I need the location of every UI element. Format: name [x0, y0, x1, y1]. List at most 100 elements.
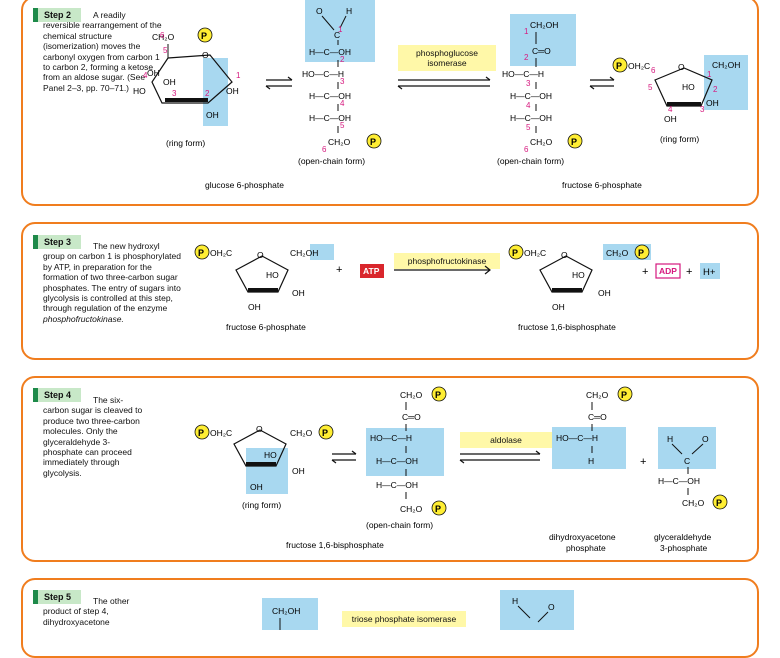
c1-row: CH₂OH — [530, 20, 558, 30]
ch2o-row: CH₂O — [682, 498, 705, 508]
phosphate-p: P — [435, 504, 441, 514]
ring-oxygen: O — [202, 50, 209, 60]
step-3-lead: The new hydroxyl — [93, 241, 160, 251]
adp-badge — [655, 263, 681, 279]
ho-label: HO — [572, 270, 585, 280]
open-chain-label-right: (open-chain form) — [497, 156, 564, 166]
ring-oxygen: O — [561, 250, 568, 260]
ring-oxygen: O — [256, 424, 263, 434]
ch2o-row: CH₂O — [530, 137, 553, 147]
step-3-enzyme-italic: phosphofructokinase. — [43, 313, 124, 324]
h-c-oh-row: H—C—OH — [658, 476, 700, 486]
step-3-tab: Step 3 — [33, 235, 82, 249]
phosphate-p: P — [201, 31, 207, 41]
svg-text:H: H — [346, 6, 352, 16]
phosphate-p: P — [512, 248, 518, 258]
step-3-description: The new hydroxyl group on carbon 1 is ph… — [43, 241, 185, 324]
step-2-panel — [21, 0, 759, 206]
plus-sign-2: + — [642, 266, 648, 278]
ch2oh-label: CH₂OH — [272, 606, 300, 616]
fructose-1-6-bisphosphate-step3: P OH₂C O CH₂O P HO OH OH fructose 1,6-bi… — [508, 244, 651, 332]
svg-text:5: 5 — [648, 83, 653, 92]
phosphate-p: P — [616, 61, 622, 71]
c4-row: H—C—OH — [510, 91, 552, 101]
glycolysis-diagram: O CH₂O OH HO OH OH OH 65 43 21 (ring for… — [133, 0, 748, 630]
ho-c-h-row: HO—C—H — [556, 433, 598, 443]
phosphoglucose-isomerase-label: phosphoglucose isomerase — [398, 45, 496, 71]
o-label: O — [702, 434, 709, 444]
svg-text:6: 6 — [651, 66, 656, 75]
ch2oh-label: CH₂OH — [712, 60, 740, 70]
step-5-text: product of step 4, dihydroxyacetone — [43, 606, 110, 627]
c-eq-o-row: C═O — [402, 412, 421, 422]
enzyme-line: aldolase — [490, 435, 522, 445]
ring-form-label-left: (ring form) — [166, 138, 205, 148]
dihydroxyacetone-label: dihydroxyacetone — [549, 532, 616, 542]
h-plus-highlight — [700, 263, 720, 279]
svg-text:O: O — [316, 6, 323, 16]
ho-label: HO — [682, 82, 695, 92]
svg-text:3: 3 — [526, 79, 531, 88]
oh-label: OH — [292, 466, 305, 476]
c-eq-o-row: C═O — [588, 412, 607, 422]
aldolase-label: aldolase — [460, 432, 552, 448]
svg-text:1: 1 — [236, 71, 241, 80]
c-label: C — [684, 456, 690, 466]
adp-text: ADP — [659, 266, 677, 276]
phosphate-p: P — [198, 428, 204, 438]
svg-text:2: 2 — [713, 85, 718, 94]
c2-row: H—C—OH — [309, 47, 351, 57]
phosphate-p: P — [322, 428, 328, 438]
step-5-molecules: CH₂OH H O — [262, 590, 574, 630]
h-label: H — [667, 434, 673, 444]
svg-text:5: 5 — [340, 121, 345, 130]
h-row: H — [588, 456, 594, 466]
oh2c-label: OH₂C — [210, 428, 232, 438]
o-label: O — [548, 602, 555, 612]
oh-label-2: OH — [664, 114, 677, 124]
oh-label: OH — [706, 98, 719, 108]
glucose-6-phosphate-ring: O CH₂O OH HO OH OH OH 65 43 21 (ring for… — [133, 31, 284, 190]
fructose-1-6-bisphosphate-ring-step4: P OH₂C O CH₂O P HO OH OH (ring form) — [194, 424, 334, 510]
step-5-description: The other product of step 4, dihydroxyac… — [43, 596, 133, 627]
phosphofructokinase-label: phosphofructokinase — [394, 253, 500, 269]
enzyme-line: phosphofructokinase — [407, 256, 487, 266]
oh-label: OH — [598, 288, 611, 298]
oh-label-2: OH — [250, 482, 263, 492]
fructose-6-phosphate-step3: P OH₂C O CH₂OH HO OH OH fructose 6-phosp… — [194, 244, 334, 332]
oh-label-2: OH — [163, 77, 176, 87]
oh-label: OH — [292, 288, 305, 298]
svg-text:4: 4 — [668, 105, 673, 114]
ch2oh-label: CH₂OH — [290, 248, 318, 258]
plus-sign: + — [336, 264, 342, 276]
ch2o-row-2: CH₂O — [400, 504, 423, 514]
svg-text:6: 6 — [524, 145, 529, 154]
equilibrium-arrow-icon — [265, 76, 615, 90]
h-plus-text: H+ — [703, 267, 716, 278]
equilibrium-arrow-icon — [331, 450, 541, 464]
oh2c-label: OH₂C — [210, 248, 232, 258]
phosphate-p: P — [638, 248, 644, 258]
oh2c-label: OH₂C — [524, 248, 546, 258]
phosphate-p: P — [370, 137, 376, 147]
fructose-1-6-bisphosphate-label-step4: fructose 1,6-bisphosphate — [286, 540, 384, 550]
step-2-description: A readily reversible rearrangement of th… — [43, 10, 163, 93]
svg-text:5: 5 — [526, 123, 531, 132]
glucose-6-phosphate-label: glucose 6-phosphate — [205, 180, 284, 190]
oh-label: OH — [147, 68, 160, 78]
c5-row: H—C—OH — [309, 113, 351, 123]
svg-text:2: 2 — [340, 55, 345, 64]
ring-oxygen: O — [257, 250, 264, 260]
glyceraldehyde-3-phosphate: H O C H—C—OH CH₂O P glyceraldehyde 3-pho… — [654, 427, 728, 553]
fructose-6-phosphate-label-step3: fructose 6-phosphate — [226, 322, 306, 332]
enzyme-line-1: phosphoglucose — [416, 48, 478, 58]
svg-text:4: 4 — [340, 99, 345, 108]
oh-label-4: OH — [206, 110, 219, 120]
svg-text:3: 3 — [700, 105, 705, 114]
ring-form-label-step4: (ring form) — [242, 500, 281, 510]
oh2c-label: OH₂C — [628, 61, 650, 71]
step-2-tab: Step 2 — [33, 8, 82, 22]
svg-text:C: C — [334, 30, 340, 40]
